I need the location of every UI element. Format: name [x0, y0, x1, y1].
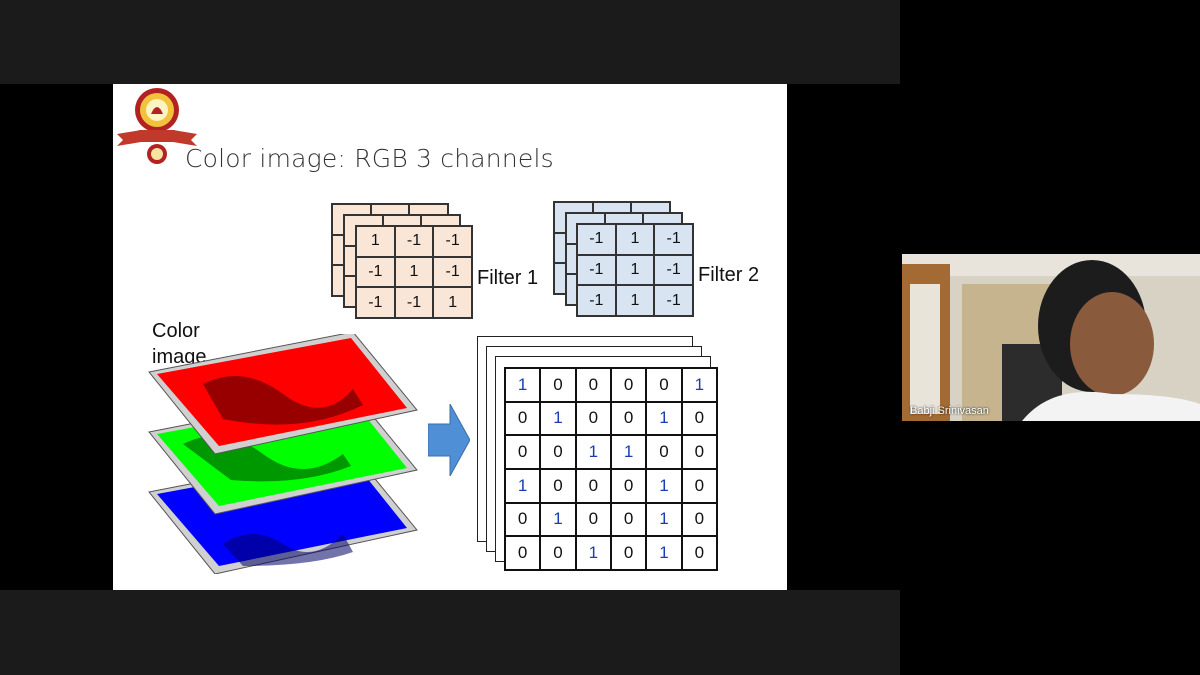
red-channel-layer — [148, 334, 418, 455]
feature-map-cell: 0 — [505, 502, 541, 537]
feature-map-cell: 0 — [505, 401, 541, 436]
participant-video-tile[interactable]: Babji Srinivasan — [902, 254, 1200, 421]
feature-map-cell: 0 — [646, 435, 682, 469]
filter-cell: 1 — [615, 285, 655, 316]
filter-cell: -1 — [356, 287, 395, 318]
filter-cell: 1 — [356, 226, 395, 257]
meeting-bottom-bar — [0, 590, 900, 675]
filter-cell: -1 — [394, 226, 434, 257]
filter-cell: -1 — [356, 256, 395, 288]
feature-map-cell: 1 — [646, 536, 682, 570]
arrow-right-icon — [428, 404, 470, 476]
slide-title: Color image: RGB 3 channels — [185, 144, 554, 173]
filter-cell: -1 — [577, 254, 616, 286]
filter-cell: -1 — [654, 254, 693, 286]
feature-map-cell: 1 — [610, 435, 647, 469]
filter-cell: 1 — [394, 256, 434, 288]
feature-map-cell: 0 — [575, 368, 611, 402]
feature-map-cell: 0 — [681, 401, 717, 436]
feature-map-cell: 0 — [610, 469, 647, 503]
filter-cell: -1 — [394, 287, 434, 318]
filter-2-label: Filter 2 — [698, 264, 760, 286]
filter-cell: 1 — [615, 254, 655, 286]
filter-cell: 1 — [433, 287, 472, 318]
filter-1-label: Filter 1 — [477, 267, 539, 289]
feature-map-cell: 0 — [540, 368, 576, 402]
participant-name: Babji Srinivasan — [910, 405, 989, 417]
feature-map-cell: 1 — [575, 536, 611, 570]
filter-cell: -1 — [433, 226, 472, 257]
feature-map-cell: 1 — [540, 401, 576, 436]
institute-logo — [117, 88, 197, 164]
feature-map-cell: 0 — [681, 536, 717, 570]
feature-map-cell: 0 — [681, 469, 717, 503]
feature-map-cell: 0 — [575, 469, 611, 503]
feature-map-cell: 1 — [505, 469, 541, 503]
feature-map-cell: 0 — [540, 536, 576, 570]
filter-cell: -1 — [577, 285, 616, 316]
feature-map-cell: 0 — [575, 401, 611, 436]
feature-map-cell: 1 — [681, 368, 717, 402]
feature-map-cell: 0 — [610, 502, 647, 537]
participant-video — [902, 254, 1200, 421]
filter-cell: -1 — [433, 256, 472, 288]
meeting-top-bar — [0, 0, 900, 84]
color-image-label-line2: image — [152, 346, 207, 368]
feature-map-cell: 0 — [540, 435, 576, 469]
feature-map-cell: 1 — [646, 502, 682, 537]
feature-map-cell: 0 — [610, 401, 647, 436]
feature-map-cell: 0 — [610, 368, 647, 402]
feature-map-cell: 1 — [646, 401, 682, 436]
filter-cell: -1 — [654, 285, 693, 316]
feature-map-cell: 0 — [505, 536, 541, 570]
feature-map-cell: 1 — [505, 368, 541, 402]
feature-map-cell: 0 — [540, 469, 576, 503]
feature-map-cell: 0 — [646, 368, 682, 402]
color-image-label: Color image — [152, 318, 206, 370]
feature-map-cell: 0 — [681, 502, 717, 537]
feature-map-cell: 1 — [646, 469, 682, 503]
rgb-channel-layers — [148, 334, 418, 574]
filter-cell: -1 — [577, 224, 616, 255]
feature-map-cell: 0 — [681, 435, 717, 469]
feature-map-cell: 1 — [575, 435, 611, 469]
color-image-label-line1: Color — [152, 320, 200, 342]
feature-map-cell: 0 — [505, 435, 541, 469]
feature-map-cell: 1 — [540, 502, 576, 537]
filter-cell: 1 — [615, 224, 655, 255]
feature-map-cell: 0 — [575, 502, 611, 537]
feature-map-cell: 0 — [610, 536, 647, 570]
filter-cell: -1 — [654, 224, 693, 255]
